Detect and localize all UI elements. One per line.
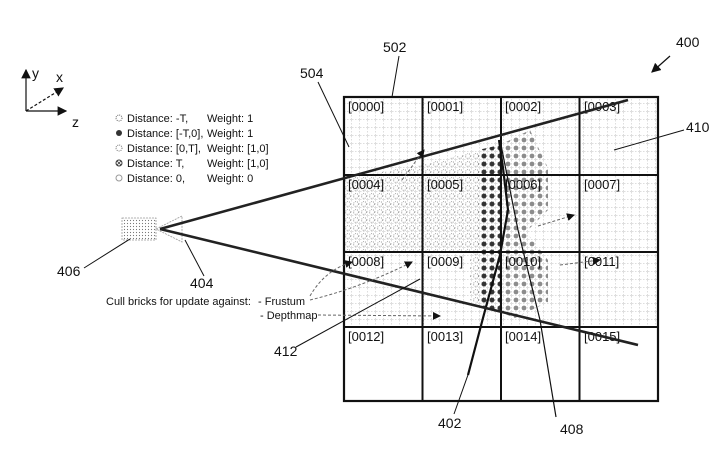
x-axis-arrow: [26, 88, 63, 111]
legend-marker-filled: [116, 130, 122, 136]
cull-frustum-option: - Frustum: [258, 296, 305, 308]
ref-410: 410: [686, 119, 710, 135]
brick-label: [0000]: [348, 99, 384, 114]
cull-depthmap-option: - Depthmap: [260, 310, 317, 322]
brick-label: [0004]: [348, 177, 384, 192]
z-axis-label: z: [72, 114, 79, 130]
legend-marker-dotted: [116, 115, 122, 121]
camera-lens-icon: [156, 216, 182, 242]
brick-label: [0014]: [505, 329, 541, 344]
legend-weight: Weight: [1,0]: [207, 158, 269, 170]
brick-label: [0012]: [348, 329, 384, 344]
figure-number: 400: [676, 34, 700, 50]
legend-distance: Distance: T,: [127, 158, 184, 170]
legend-marker-dotted: [116, 145, 122, 151]
legend-item: Distance: [-T,0], Weight: 1: [116, 128, 253, 140]
leader-502: [392, 56, 399, 97]
brick-label: [0013]: [427, 329, 463, 344]
legend-item: Distance: [0,T], Weight: [1,0]: [116, 143, 269, 155]
ref-504: 504: [300, 65, 324, 81]
brick-label: [0009]: [427, 254, 463, 269]
brick-label: [0011]: [584, 254, 619, 269]
legend: Distance: -T, Weight: 1 Distance: [-T,0]…: [116, 113, 269, 185]
legend-distance: Distance: [-T,0],: [127, 128, 203, 140]
legend-weight: Weight: [1,0]: [207, 143, 269, 155]
y-axis-label: y: [32, 65, 39, 81]
ref-412: 412: [274, 343, 298, 359]
legend-weight: Weight: 0: [207, 173, 253, 185]
ref-406: 406: [57, 263, 81, 279]
brick-label: [0008]: [348, 254, 384, 269]
leader-404: [185, 240, 204, 276]
cull-text: Cull bricks for update against:: [106, 296, 251, 308]
brick-label: [0002]: [505, 99, 541, 114]
ref-404: 404: [190, 275, 214, 291]
figure-number-arrow: [652, 56, 670, 72]
legend-distance: Distance: -T,: [127, 113, 188, 125]
near-surface-region: [478, 145, 500, 312]
brick-label: [0010]: [505, 254, 541, 269]
ref-402: 402: [438, 415, 462, 431]
ref-408: 408: [560, 421, 584, 437]
legend-item: Distance: 0, Weight: 0: [116, 173, 253, 185]
legend-distance: Distance: 0,: [127, 173, 185, 185]
brick-label: [0007]: [584, 177, 620, 192]
legend-item: Distance: T, Weight: [1,0]: [116, 158, 269, 170]
legend-weight: Weight: 1: [207, 113, 253, 125]
legend-weight: Weight: 1: [207, 128, 253, 140]
legend-distance: Distance: [0,T],: [127, 143, 201, 155]
x-axis-label: x: [56, 69, 63, 85]
camera-icon: [122, 218, 156, 240]
leader-406: [84, 239, 130, 268]
legend-item: Distance: -T, Weight: 1: [116, 113, 253, 125]
legend-marker-open: [116, 175, 122, 181]
ref-502: 502: [383, 39, 407, 55]
brick-label: [0005]: [427, 177, 463, 192]
axis-indicator: y x z: [26, 65, 79, 130]
brick-label: [0001]: [427, 99, 463, 114]
